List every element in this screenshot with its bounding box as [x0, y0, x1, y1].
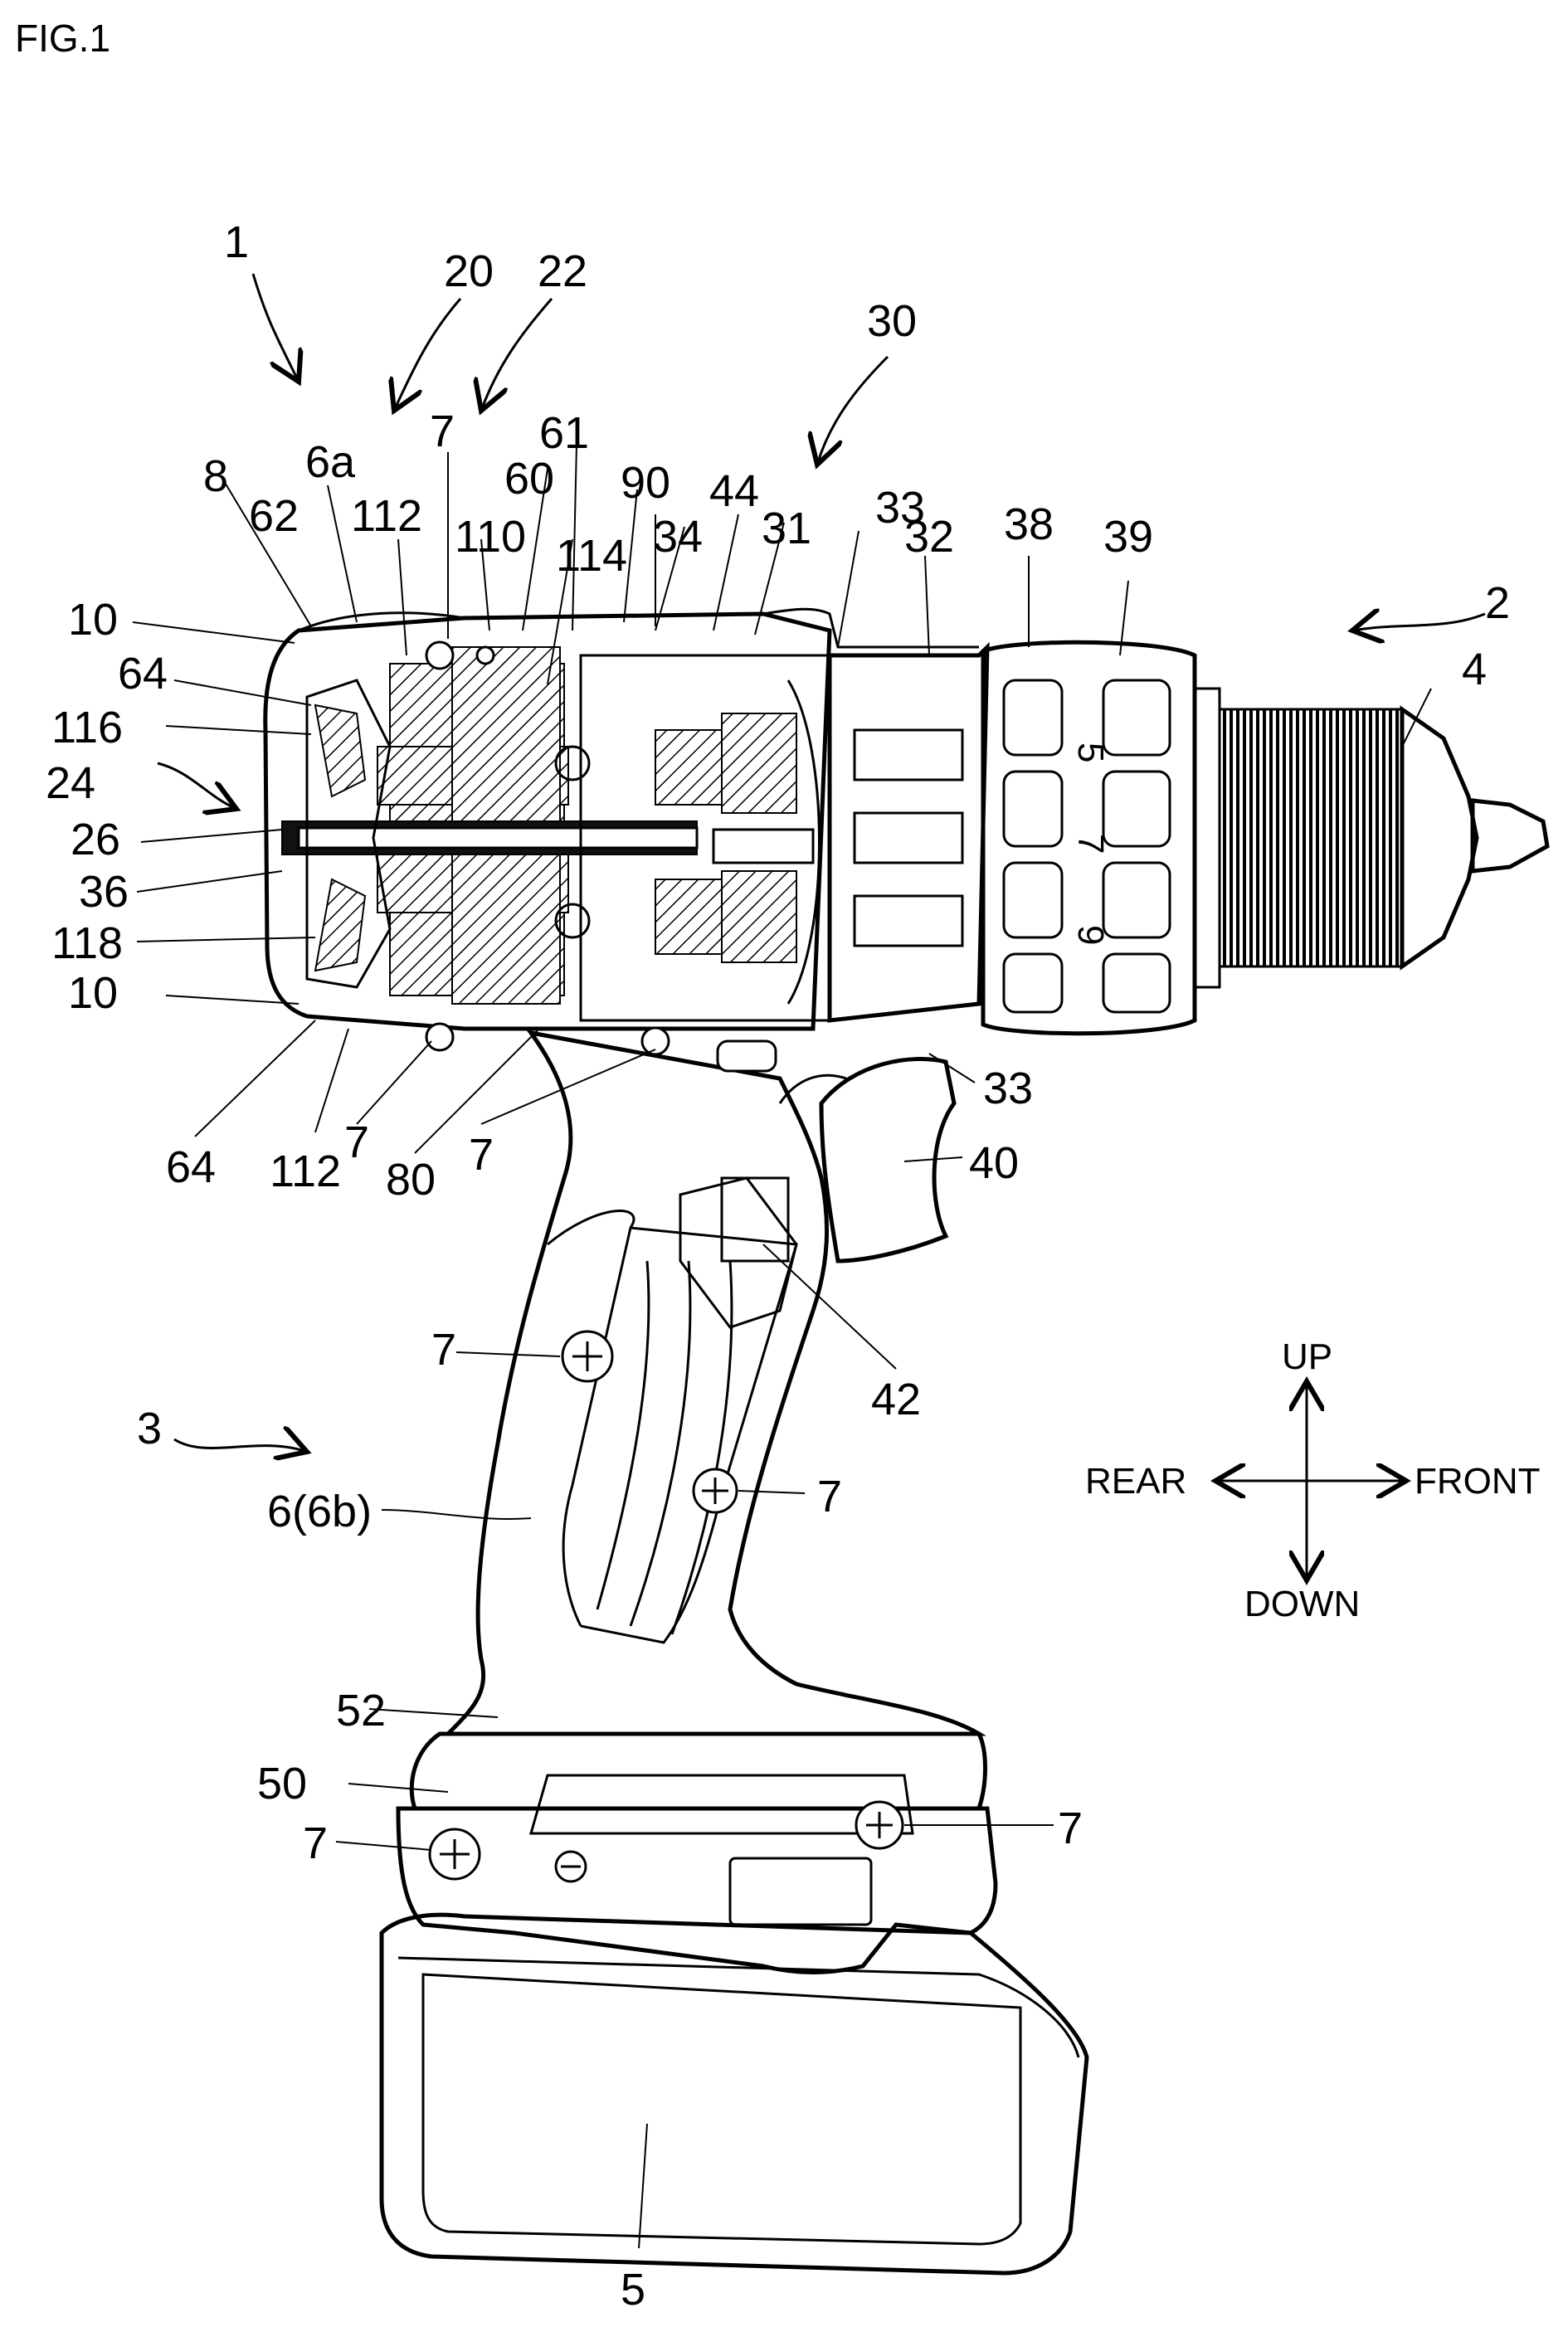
label-7-bottom-1: 7 [344, 1117, 369, 1167]
fr-lever [718, 1041, 776, 1071]
drill-body: 5 7 9 [265, 609, 1547, 2273]
dir-up: UP [1282, 1336, 1332, 1377]
label-10-top: 10 [68, 595, 118, 645]
label-44: 44 [709, 466, 759, 516]
label-22: 22 [538, 246, 587, 296]
label-40: 40 [969, 1138, 1019, 1188]
label-7-bottom-2: 7 [469, 1130, 494, 1180]
screw-bottom-2 [642, 1028, 669, 1054]
shaft-center [299, 828, 697, 848]
label-24: 24 [46, 758, 95, 808]
label-7-mount-left: 7 [303, 1818, 328, 1868]
label-2: 2 [1485, 578, 1510, 628]
label-31: 31 [762, 504, 811, 553]
direction-axes: UP DOWN REAR FRONT [1085, 1336, 1541, 1624]
planetary-upper [655, 730, 722, 805]
label-7-top: 7 [430, 406, 455, 456]
label-110: 110 [455, 512, 526, 562]
screw-top-2 [477, 647, 494, 664]
label-30: 30 [867, 296, 917, 346]
gear-housing-window-3 [855, 896, 962, 946]
label-5: 5 [621, 2265, 645, 2315]
mount-screw-right [856, 1802, 903, 1848]
label-116: 116 [51, 703, 123, 752]
chuck-nose [1402, 709, 1477, 966]
label-112-bottom: 112 [270, 1146, 341, 1196]
screw-bottom-1 [426, 1024, 453, 1050]
leader-lines [133, 274, 1485, 2248]
chuck-tip [1473, 801, 1547, 871]
label-61: 61 [539, 408, 589, 458]
handle-screw-lower [694, 1469, 737, 1512]
label-7-handle-upper: 7 [431, 1325, 456, 1375]
ring-gear [722, 713, 796, 813]
mount-screw-small [556, 1852, 586, 1882]
label-39: 39 [1103, 512, 1153, 562]
reference-labels: 1 20 22 30 7 61 8 6a 60 90 44 33 38 62 1… [46, 217, 1510, 2315]
label-64-bottom: 64 [166, 1142, 216, 1192]
label-1: 1 [224, 217, 249, 267]
spindle-box [713, 830, 813, 863]
label-34: 34 [653, 512, 703, 562]
chuck-sleeve [1195, 689, 1220, 987]
chuck-knurl [1220, 709, 1402, 966]
clutch-mark-9: 9 [1070, 925, 1111, 945]
mount-screw-left [430, 1829, 480, 1879]
label-33-bottom: 33 [983, 1064, 1033, 1113]
label-6a: 6a [305, 437, 356, 487]
label-4: 4 [1462, 645, 1487, 694]
grip-line-3 [597, 1261, 649, 1609]
label-114: 114 [556, 531, 627, 581]
screw-top-1 [426, 642, 453, 669]
upper-housing-line [299, 609, 979, 647]
label-7-handle-lower: 7 [817, 1472, 842, 1521]
label-8: 8 [203, 451, 228, 501]
label-80: 80 [386, 1155, 436, 1205]
figure-title: FIG.1 [15, 17, 110, 60]
fan-blade-upper [315, 705, 365, 796]
gear-housing-window-2 [855, 813, 962, 863]
label-36: 36 [79, 867, 129, 917]
dir-front: FRONT [1415, 1461, 1541, 1502]
fan-blade-lower [315, 879, 365, 971]
battery-inner-panel [423, 1974, 1020, 2244]
grip-line-4 [631, 1261, 690, 1626]
label-60: 60 [504, 454, 554, 504]
battery-mount-top [411, 1734, 985, 1809]
battery-indicator [730, 1858, 871, 1925]
label-32: 32 [904, 512, 954, 562]
label-118: 118 [51, 918, 123, 968]
dir-rear: REAR [1085, 1461, 1186, 1502]
clutch-mark-5: 5 [1070, 742, 1111, 762]
dir-down: DOWN [1244, 1584, 1360, 1624]
label-7-mount-right: 7 [1058, 1804, 1083, 1853]
label-42: 42 [871, 1375, 921, 1424]
grip-line-1 [548, 1211, 634, 1626]
planetary-lower [655, 879, 722, 954]
label-64-top: 64 [118, 649, 168, 699]
battery-top-line [398, 1958, 1079, 2057]
label-112-top: 112 [351, 491, 422, 541]
label-6: 6(6b) [267, 1487, 372, 1536]
label-26: 26 [71, 815, 120, 864]
label-10-bottom: 10 [68, 968, 118, 1018]
label-52: 52 [336, 1686, 386, 1736]
ring-gear-lower [722, 871, 796, 962]
label-90: 90 [621, 458, 670, 508]
clutch-mark-7: 7 [1070, 834, 1111, 854]
gear-housing-window-1 [855, 730, 962, 780]
label-50: 50 [257, 1759, 307, 1809]
handle-screw-upper [562, 1331, 612, 1381]
label-20: 20 [444, 246, 494, 296]
label-38: 38 [1004, 499, 1054, 549]
label-3: 3 [137, 1404, 162, 1453]
label-62: 62 [249, 491, 299, 541]
